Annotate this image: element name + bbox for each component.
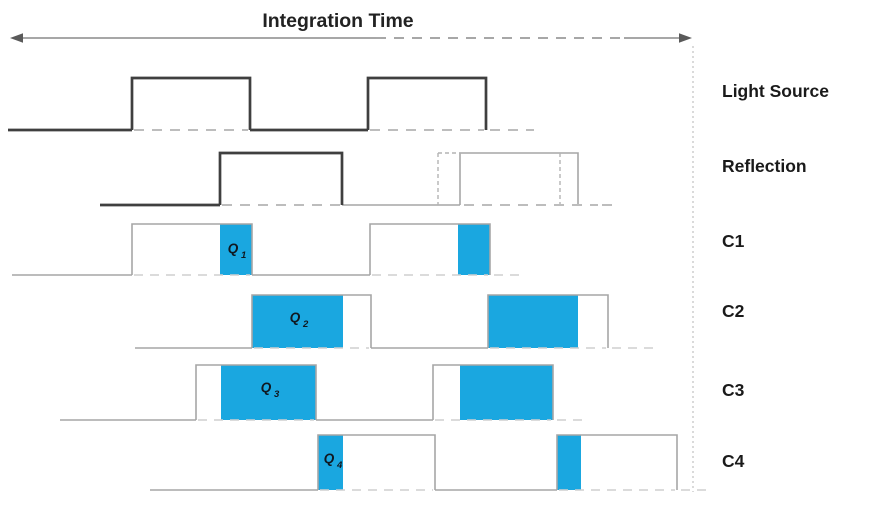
q3-label: Q	[261, 380, 272, 395]
c3-charge-region	[460, 365, 553, 420]
arrow-head-right-icon	[679, 33, 692, 43]
q1-subscript: 1	[241, 250, 246, 261]
light-source-pulse	[366, 76, 488, 130]
q1-label: Q	[228, 241, 239, 256]
waveform-c1	[12, 223, 526, 276]
waveform-c4	[150, 434, 712, 491]
q4-label: Q	[324, 451, 335, 466]
waveform-light-source	[8, 76, 534, 132]
arrow-head-left-icon	[10, 33, 23, 43]
c3-pulse	[432, 364, 554, 420]
row-label-c4: C4	[722, 451, 745, 471]
row-label-reflection: Reflection	[722, 156, 807, 176]
q3-subscript: 3	[274, 389, 280, 400]
reflection-pulse	[459, 152, 579, 205]
q2-label: Q	[290, 310, 301, 325]
c1-charge-region	[220, 224, 252, 275]
c4-charge-region	[318, 435, 343, 490]
c2-charge-region	[252, 295, 343, 348]
q2-subscript: 2	[302, 319, 309, 330]
c2-pulse	[487, 294, 609, 348]
row-label-light-source: Light Source	[722, 81, 829, 101]
c2-pulse	[251, 294, 372, 348]
row-label-c3: C3	[722, 380, 745, 400]
waveform-reflection	[100, 151, 614, 207]
c1-charge-region	[458, 224, 490, 275]
waveform-c3	[60, 364, 588, 421]
light-source-pulse	[130, 76, 252, 130]
c2-charge-region	[488, 295, 578, 348]
charge-labels: Q 1 Q 2 Q 3 Q 4	[228, 241, 343, 471]
c4-pulse	[317, 434, 436, 490]
c4-pulse	[556, 434, 678, 490]
waveform-c2	[135, 294, 654, 349]
row-label-c2: C2	[722, 301, 745, 321]
c1-pulse	[369, 223, 491, 275]
c3-pulse	[195, 364, 317, 420]
integration-time-arrow	[10, 33, 692, 43]
c3-charge-region	[221, 365, 316, 420]
q4-subscript: 4	[336, 460, 343, 471]
integration-time-title: Integration Time	[262, 10, 413, 32]
row-label-c1: C1	[722, 231, 745, 251]
reflection-pulse	[218, 151, 344, 205]
c1-pulse	[131, 223, 253, 275]
c4-charge-region	[557, 435, 581, 490]
